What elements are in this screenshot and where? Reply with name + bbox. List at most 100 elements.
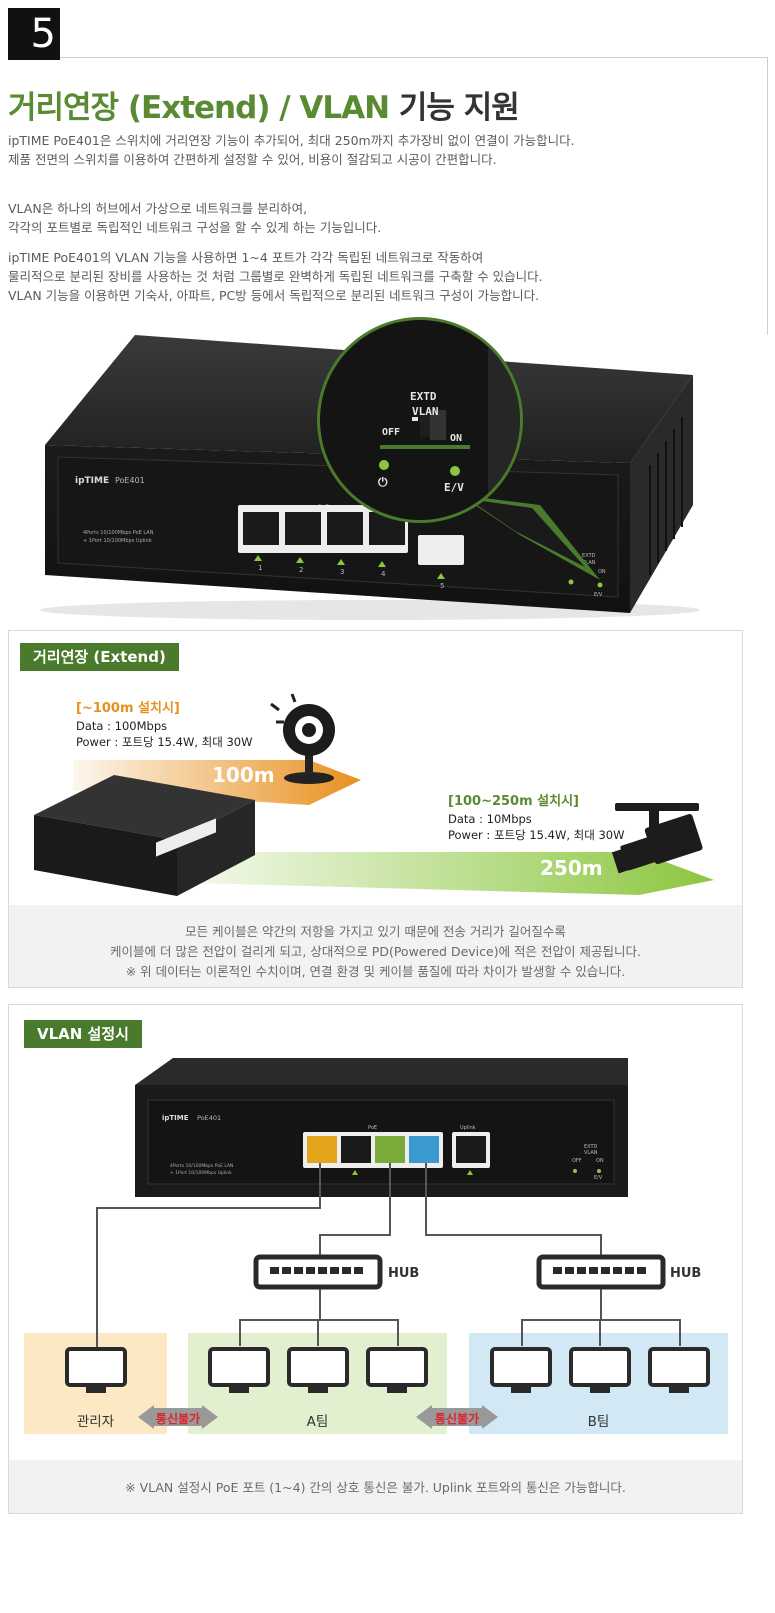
vlan-section [8,1004,743,1514]
short-range-distance: 100m [212,763,275,787]
monitor-icon-a3 [366,1347,428,1393]
green-arrow-250m [159,852,714,895]
hub-label-right: HUB [670,1266,701,1281]
small-switch-on: ON [598,569,606,575]
vlan-switch-title: EXTD [584,1144,598,1150]
long-range-data: Data : 10Mbps [448,812,532,826]
short-range-power: Power : 포트당 15.4W, 최대 30W [76,735,253,749]
webcam-icon [270,693,335,784]
port-number: 4 [381,570,386,578]
port-number: 1 [258,564,262,572]
vlan-diagram: ipTIME PoE401 4Ports 10/100Mbps PoE LAN … [65,1058,710,1429]
zoom-switch-title-1: EXTD [410,390,437,403]
zoom-led-ev: E/V [444,481,464,494]
vlan-switch-title: VLAN [584,1150,598,1156]
blocked-arrow-a-b [416,1405,498,1429]
team-b-label: B팀 [587,1414,610,1430]
vlan-tag: VLAN 설정시 [24,1020,142,1048]
step-number-badge: 5 [8,8,60,60]
hub-icon-right [536,1254,666,1290]
intro-paragraph-1: ipTIME PoE401은 스위치에 거리연장 기능이 추가되어, 최대 25… [8,131,575,169]
short-range-data: Data : 100Mbps [76,719,168,733]
monitor-icon-a2 [287,1347,349,1393]
blocked-label-1: 통신불가 [155,1412,201,1426]
port-number: 2 [299,566,303,574]
small-device-illustration [34,775,255,896]
hub-icon-left [253,1254,383,1290]
intro-paragraph-2: VLAN은 하나의 허브에서 가상으로 네트워크를 분리하여, 각각의 포트별로… [8,199,381,237]
vlan-device-model: PoE401 [197,1114,221,1122]
vlan-port-uplink [456,1136,486,1163]
page-title-dark: 기능 지원 [389,90,520,126]
lan-port-3 [327,512,363,545]
extend-diagram [34,693,714,896]
monitor-icon-b3 [648,1347,710,1393]
intro-p3-line: 물리적으로 분리된 장비를 사용하는 것 처럼 그룹별로 완벽하게 독립된 네트… [8,269,543,284]
vlan-port-4-team-b [409,1136,439,1163]
extend-tag: 거리연장 (Extend) [20,643,179,671]
blocked-arrow-admin-a [138,1405,218,1429]
long-range-power: Power : 포트당 15.4W, 최대 30W [448,828,625,842]
intro-paragraph-3: ipTIME PoE401의 VLAN 기능을 사용하면 1~4 포트가 각각 … [8,248,543,305]
cctv-camera-icon [611,803,703,874]
monitor-icon-b2 [569,1347,631,1393]
intro-p1-line: ipTIME PoE401은 스위치에 거리연장 기능이 추가되어, 최대 25… [8,133,575,148]
short-range-title: [~100m 설치시] [76,701,180,716]
vlan-note: ※ VLAN 설정시 PoE 포트 (1~4) 간의 상호 통신은 불가. Up… [125,1480,626,1495]
small-switch-title: VLAN [582,560,596,566]
vlan-uplink-label: Uplink [460,1125,476,1131]
intro-p2-line: 각각의 포트별로 독립적인 네트워크 구성을 할 수 있게 하는 기능입니다. [8,220,382,235]
small-led-ev: E/V [594,592,603,598]
frame-line-top [60,57,768,58]
admin-label: 관리자 [76,1414,115,1430]
monitor-icon-a1 [208,1347,270,1393]
device-brand: ipTIME [75,476,109,486]
vlan-port-1-admin [307,1136,337,1163]
vlan-note-band [9,1460,742,1513]
vlan-device-brand: ipTIME [162,1114,189,1122]
vlan-switch-on: ON [596,1158,604,1164]
vlan-port-3-team-a [375,1136,405,1163]
extend-note-line: 모든 케이블은 약간의 저항을 가지고 있기 때문에 전송 거리가 길어질수록 [185,924,566,939]
device-desc-2: + 1Port 10/100Mbps Uplink [83,538,152,544]
long-range-distance: 250m [540,856,603,880]
monitor-icon-admin [65,1347,127,1393]
extend-note-line: ※ 위 데이터는 이론적인 수치이며, 연결 환경 및 케이블 품질에 따라 차… [125,964,626,979]
device-right-side [630,375,693,613]
monitors [65,1347,710,1393]
zoom-switch-on: ON [450,433,462,444]
port-number: 5 [440,582,444,590]
intro-p3-line: ipTIME PoE401의 VLAN 기능을 사용하면 1~4 포트가 각각 … [8,250,484,265]
extend-section [8,630,743,988]
vlan-switch-off: OFF [572,1158,582,1164]
network-cables [96,1163,681,1350]
lan-port-1 [243,512,279,545]
device-model: PoE401 [115,476,145,485]
vlan-led-ev: E/V [594,1175,603,1181]
extend-notes: 모든 케이블은 약간의 저항을 가지고 있기 때문에 전송 거리가 길어질수록 … [9,922,742,982]
device-desc-1: 4Ports 10/100Mbps PoE LAN [83,530,154,536]
zoom-power-icon: ⏻ [378,475,388,489]
vlan-port-2 [341,1136,371,1163]
intro-p2-line: VLAN은 하나의 허브에서 가상으로 네트워크를 분리하여, [8,201,308,216]
small-switch-title: EXTD [582,553,596,559]
zoom-switch-title-2: VLAN [412,405,439,418]
extend-note-band [9,905,742,987]
extend-note-line: 케이블에 더 많은 전압이 걸리게 되고, 상대적으로 PD(Powered D… [110,944,641,959]
blocked-label-2: 통신불가 [434,1412,480,1426]
intro-p3-line: VLAN 기능을 이용하면 기숙사, 아파트, PC방 등에서 독립적으로 분리… [8,288,540,303]
vlan-device-desc-2: + 1Port 10/100Mbps Uplink [170,1170,232,1176]
team-a-label: A팀 [306,1414,329,1430]
port-number: 3 [340,568,344,576]
page-title: 거리연장 (Extend) / VLAN 기능 지원 [8,82,520,127]
vlan-poe-label: PoE [368,1125,377,1131]
monitor-icon-b1 [490,1347,552,1393]
intro-p1-line: 제품 전면의 스위치를 이용하여 간편하게 설정할 수 있어, 비용이 절감되고… [8,152,497,167]
long-range-title: [100~250m 설치시] [448,794,579,809]
device-hero-illustration: ipTIME PoE401 4Ports 10/100Mbps PoE LAN … [40,317,700,620]
vlan-device-desc-1: 4Ports 10/100Mbps PoE LAN [170,1163,233,1169]
page-title-green: 거리연장 (Extend) / VLAN [8,90,390,126]
frame-line-right [767,57,768,335]
hub-label-left: HUB [388,1266,419,1281]
lan-port-2 [285,512,321,545]
